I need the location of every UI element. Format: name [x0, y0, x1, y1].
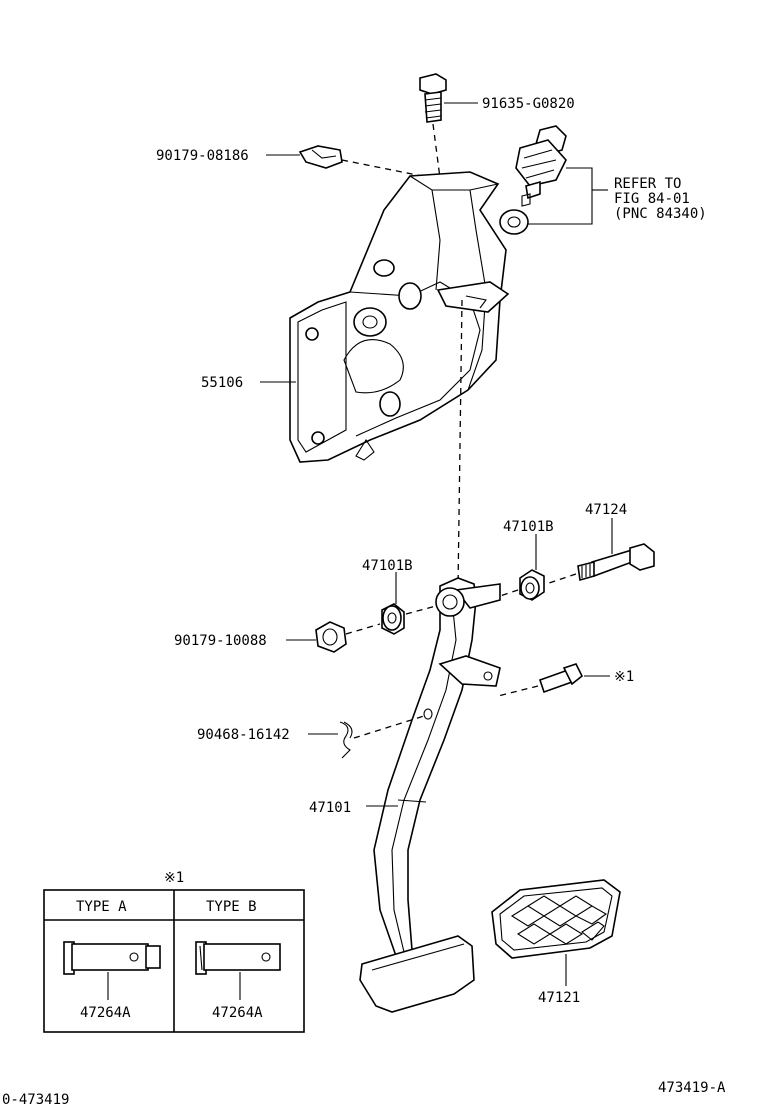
- label-bushing-right: 47101B: [503, 519, 554, 535]
- label-clip-top: 90179-08186: [156, 148, 249, 164]
- guide-bolt-top: [432, 123, 441, 179]
- guide-bolt-47124: [545, 573, 577, 585]
- label-bushing-left: 47101B: [362, 558, 413, 574]
- label-nut: 90179-10088: [174, 633, 267, 649]
- switch-grommet: [499, 209, 529, 235]
- label-bracket: 55106: [201, 375, 243, 391]
- label-bolt-top: 91635-G0820: [482, 96, 575, 112]
- refer-bracket: [528, 167, 593, 225]
- legend-type-b-pin: [195, 941, 281, 975]
- label-pin: ※1: [614, 669, 634, 685]
- clip-90468-16142: [339, 721, 353, 759]
- brake-pedal-arm: [373, 577, 501, 958]
- guide-bracket-pivot: [457, 299, 463, 589]
- bolt-47124: [577, 543, 655, 582]
- label-pad: 47121: [538, 990, 580, 1006]
- legend-type-b-part: 47264A: [212, 1005, 263, 1021]
- refer-text-line1: REFER TO: [614, 176, 681, 192]
- guide-clip-top: [341, 159, 433, 179]
- stop-lamp-switch: [515, 125, 567, 207]
- label-clip-pin: 90468-16142: [197, 727, 290, 743]
- bolt-91635-g0820: [419, 73, 447, 123]
- legend-note-mark: ※1: [164, 870, 184, 886]
- guide-bushing-right: [499, 589, 519, 597]
- guide-nut: [345, 623, 381, 635]
- refer-text-line3: (PNC 84340): [614, 206, 707, 222]
- legend-type-a-pin: [63, 941, 161, 975]
- legend-type-b-header: TYPE B: [206, 899, 257, 915]
- footer-right-id: 473419-A: [658, 1080, 726, 1096]
- clip-90179-08186: [298, 145, 343, 169]
- nut-90179-10088: [315, 621, 347, 653]
- label-bolt-47124: 47124: [585, 502, 627, 518]
- label-pedal-arm: 47101: [309, 800, 351, 816]
- footer-left-id: 0-473419: [2, 1092, 69, 1108]
- legend-type-a-header: TYPE A: [76, 899, 127, 915]
- pedal-support-bracket: [289, 171, 510, 463]
- pedal-foot: [359, 935, 475, 1013]
- guide-pin: [497, 685, 539, 697]
- bushing-left-47101b: [381, 603, 405, 635]
- legend-type-a-part: 47264A: [80, 1005, 131, 1021]
- bushing-right-47101b: [519, 569, 545, 601]
- pedal-pin: [538, 663, 584, 694]
- guide-clip-pin: [353, 715, 425, 739]
- refer-text-line2: FIG 84-01: [614, 191, 690, 207]
- guide-bushing-left: [405, 605, 437, 615]
- pedal-pad-47121: [491, 879, 621, 959]
- legend-table: [43, 889, 305, 1033]
